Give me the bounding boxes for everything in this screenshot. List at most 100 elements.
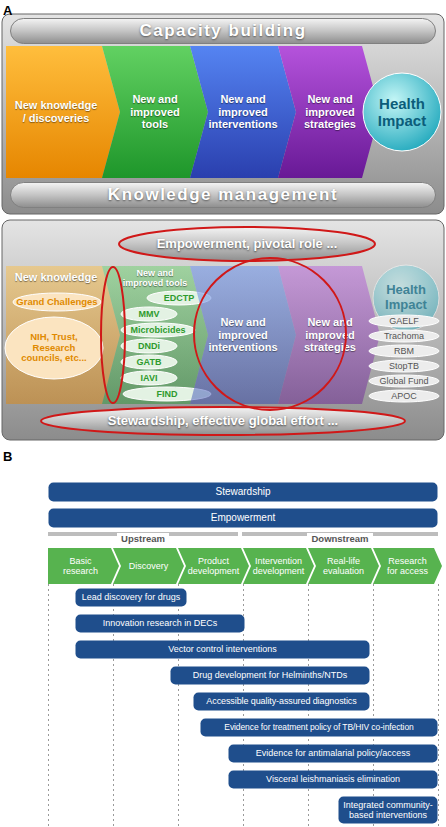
node-text: Intervention development bbox=[252, 556, 305, 577]
stage-chevron-outline bbox=[278, 266, 380, 404]
highlight-ellipse bbox=[101, 267, 125, 403]
partnership-oval: MMV bbox=[120, 306, 178, 322]
capacity-band: Capacity building bbox=[10, 18, 436, 44]
phase-chevron-outline bbox=[113, 548, 184, 584]
text-holder: Empowerment bbox=[50, 508, 436, 528]
programme-oval: APOC bbox=[368, 389, 440, 403]
node-text: Drug development for Helminths/NTDs bbox=[193, 670, 348, 680]
node-text: Empowerment bbox=[211, 512, 275, 524]
node-text: Product development bbox=[187, 556, 240, 577]
research-bar-outline bbox=[194, 693, 370, 711]
programme-oval-outline bbox=[369, 375, 439, 387]
research-bar-outline bbox=[76, 641, 370, 659]
node-text: Health Impact bbox=[374, 283, 438, 313]
highlight-band-outline bbox=[41, 407, 405, 435]
text-holder: Basic research bbox=[51, 548, 110, 584]
text-holder: GATB bbox=[122, 354, 176, 370]
node-text: Empowerment, pivotal role ... bbox=[157, 237, 338, 252]
node-text: New knowledge / discoveries bbox=[12, 99, 100, 124]
text-holder: Research for access bbox=[382, 548, 433, 584]
label-holder: A bbox=[3, 0, 23, 19]
stage-chevron: New knowledge / discoveries bbox=[6, 46, 120, 178]
stage-chevron: New and improved tools bbox=[102, 46, 208, 178]
stage-chevron: New and improved interventions bbox=[190, 266, 296, 404]
dotted-guides bbox=[49, 584, 439, 826]
stage-chevron: New and improved strategies bbox=[278, 266, 380, 404]
phase-chevron: Research for access bbox=[373, 548, 442, 584]
text-holder: Innovation research in DECs bbox=[77, 614, 243, 633]
stage-chevron-outline bbox=[6, 46, 120, 178]
text-holder: GAELF bbox=[370, 314, 438, 328]
text-holder: Stewardship, effective global effort ... bbox=[42, 406, 404, 436]
programme-oval-outline bbox=[369, 390, 439, 402]
text-holder: New and improved interventions bbox=[210, 266, 276, 404]
text-holder: RBM bbox=[370, 344, 438, 358]
partnership-oval-outline bbox=[121, 323, 195, 337]
research-bar: Evidence for treatment policy of TB/HIV … bbox=[200, 718, 438, 737]
research-bar: Visceral leishmaniasis elimination bbox=[228, 770, 438, 789]
stream-label: Downstream bbox=[307, 533, 372, 544]
partnership-oval: IAVI bbox=[120, 370, 178, 386]
node-text: New and improved interventions bbox=[208, 316, 277, 354]
theme-bar-outline bbox=[49, 483, 438, 502]
phase-chevron: Intervention development bbox=[243, 548, 314, 584]
partnership-oval-outline bbox=[121, 307, 177, 321]
text-holder: Real-life evaluation bbox=[317, 548, 370, 584]
node-text: New and improved strategies bbox=[298, 316, 362, 354]
phase-chevron: Product development bbox=[178, 548, 249, 584]
impact-circle-outline bbox=[363, 73, 441, 151]
text-holder: New and improved tools bbox=[122, 46, 188, 178]
phase-chevron-outline bbox=[48, 548, 119, 584]
node-text: Stewardship bbox=[215, 486, 270, 498]
node-text: Knowledge management bbox=[108, 185, 338, 205]
text-holder: Empowerment, pivotal role ... bbox=[120, 226, 374, 262]
programme-oval-outline bbox=[369, 345, 439, 357]
label-holder: Downstream bbox=[242, 527, 438, 546]
node-text: NIH, Trust, Research councils, etc... bbox=[12, 332, 96, 365]
text-holder: Microbicides bbox=[122, 322, 194, 338]
node-text: Microbicides bbox=[130, 325, 185, 335]
theme-bar: Stewardship bbox=[48, 482, 438, 502]
research-bar: Lead discovery for drugs bbox=[75, 588, 187, 607]
node-text: DNDi bbox=[138, 341, 160, 351]
text-holder: New and improved strategies bbox=[298, 266, 362, 404]
node-text: Global Fund bbox=[379, 376, 428, 386]
text-holder: New knowledge / discoveries bbox=[12, 46, 100, 178]
partnership-oval-outline bbox=[121, 339, 177, 353]
research-bar: Evidence for antimalarial policy/access bbox=[228, 744, 438, 763]
panel-letter: A bbox=[3, 3, 12, 18]
programme-oval-outline bbox=[369, 315, 439, 327]
stage-chevron-outline bbox=[6, 266, 120, 404]
text-holder: IAVI bbox=[122, 370, 176, 386]
funder-oval: NIH, Trust, Research councils, etc... bbox=[4, 316, 104, 380]
label-holder: Upstream bbox=[48, 527, 238, 546]
research-bar-outline bbox=[76, 615, 245, 633]
phase-chevron: Basic research bbox=[48, 548, 119, 584]
node-text: GATB bbox=[137, 357, 162, 367]
highlight-band: Stewardship, effective global effort ... bbox=[40, 406, 406, 436]
highlight-circle bbox=[194, 258, 346, 410]
stream-label: Upstream bbox=[117, 533, 169, 544]
programme-oval: Trachoma bbox=[368, 329, 440, 343]
text-holder: Grand Challenges bbox=[14, 292, 100, 312]
node-text: New knowledge bbox=[15, 271, 98, 284]
theme-bar-outline bbox=[49, 509, 438, 528]
text-holder: Capacity building bbox=[12, 18, 434, 44]
text-holder: Trachoma bbox=[370, 329, 438, 343]
research-bar-outline bbox=[76, 589, 187, 607]
text-holder: Knowledge management bbox=[12, 182, 434, 208]
partnership-oval-outline bbox=[121, 355, 177, 369]
research-bar: Drug development for Helminths/NTDs bbox=[170, 666, 370, 685]
phase-chevron: Real-life evaluation bbox=[308, 548, 379, 584]
research-bar-outline bbox=[229, 771, 438, 789]
funder-oval-outline bbox=[13, 293, 101, 311]
node-text: Discovery bbox=[129, 561, 169, 571]
text-holder: APOC bbox=[370, 389, 438, 403]
text-holder: Health Impact bbox=[364, 72, 440, 152]
capacity-band-outline bbox=[11, 19, 436, 44]
text-holder: New and improved interventions bbox=[210, 46, 276, 178]
panel-background bbox=[2, 14, 444, 214]
partnership-oval: GATB bbox=[120, 354, 178, 370]
panel-letter: B bbox=[3, 449, 12, 464]
